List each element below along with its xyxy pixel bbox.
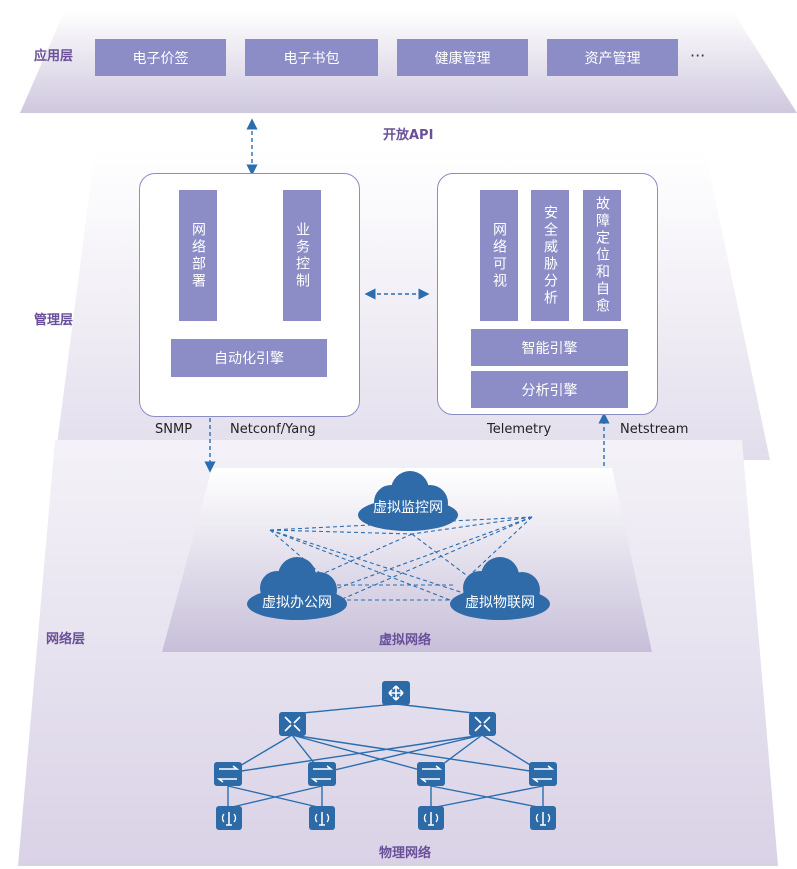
wireless-ap-icon bbox=[216, 806, 242, 830]
virtual-monitor-network-label: 虚拟监控网 bbox=[373, 500, 443, 516]
fault-locating-self-healing-box: 故障定位和自愈 bbox=[583, 190, 621, 321]
telemetry-label: Telemetry bbox=[487, 422, 552, 437]
open-api-label: 开放API bbox=[383, 128, 434, 143]
application-layer-label: 应用层 bbox=[34, 49, 74, 64]
physical-network-caption: 物理网络 bbox=[379, 846, 432, 861]
app-health-management: 健康管理 bbox=[397, 39, 528, 76]
network-deployment-box: 网络部署 bbox=[179, 190, 217, 321]
wireless-ap-icon bbox=[530, 806, 556, 830]
service-control-box: 业务控制 bbox=[283, 190, 321, 321]
access-switch-icon bbox=[417, 762, 445, 786]
cloud-iot bbox=[450, 557, 550, 620]
app-electronic-price-tag: 电子价签 bbox=[95, 39, 226, 76]
virtual-mesh-lines bbox=[269, 516, 533, 601]
app-asset-management: 资产管理 bbox=[547, 39, 678, 76]
cloud-monitor bbox=[358, 471, 458, 531]
app-electronic-schoolbag: 电子书包 bbox=[245, 39, 378, 76]
snmp-label: SNMP bbox=[155, 422, 193, 437]
management-layer-label: 管理层 bbox=[34, 313, 74, 328]
network-layer-label: 网络层 bbox=[46, 632, 86, 647]
analysis-engine-box: 分析引擎 bbox=[471, 371, 628, 408]
virtual-office-network-label: 虚拟办公网 bbox=[262, 595, 332, 611]
apps-more: ··· bbox=[690, 46, 706, 65]
access-switch-icon bbox=[214, 762, 242, 786]
intelligent-engine-box: 智能引擎 bbox=[471, 329, 628, 366]
security-threat-analysis-box: 安全威胁分析 bbox=[531, 190, 569, 321]
network-visibility-box: 网络可视 bbox=[480, 190, 518, 321]
core-router-icon bbox=[382, 681, 410, 705]
cloud-office bbox=[247, 557, 347, 620]
access-switch-icon bbox=[308, 762, 336, 786]
aggregation-switch-icon bbox=[469, 712, 496, 736]
wireless-ap-icon bbox=[418, 806, 444, 830]
virtual-network-caption: 虚拟网络 bbox=[379, 633, 432, 648]
aggregation-switch-icon bbox=[279, 712, 306, 736]
virtual-iot-network-label: 虚拟物联网 bbox=[465, 595, 535, 611]
netconf-yang-label: Netconf/Yang bbox=[230, 422, 316, 437]
automation-engine-box: 自动化引擎 bbox=[171, 339, 327, 377]
netstream-label: Netstream bbox=[620, 422, 689, 437]
wireless-ap-icon bbox=[309, 806, 335, 830]
access-switch-icon bbox=[529, 762, 557, 786]
